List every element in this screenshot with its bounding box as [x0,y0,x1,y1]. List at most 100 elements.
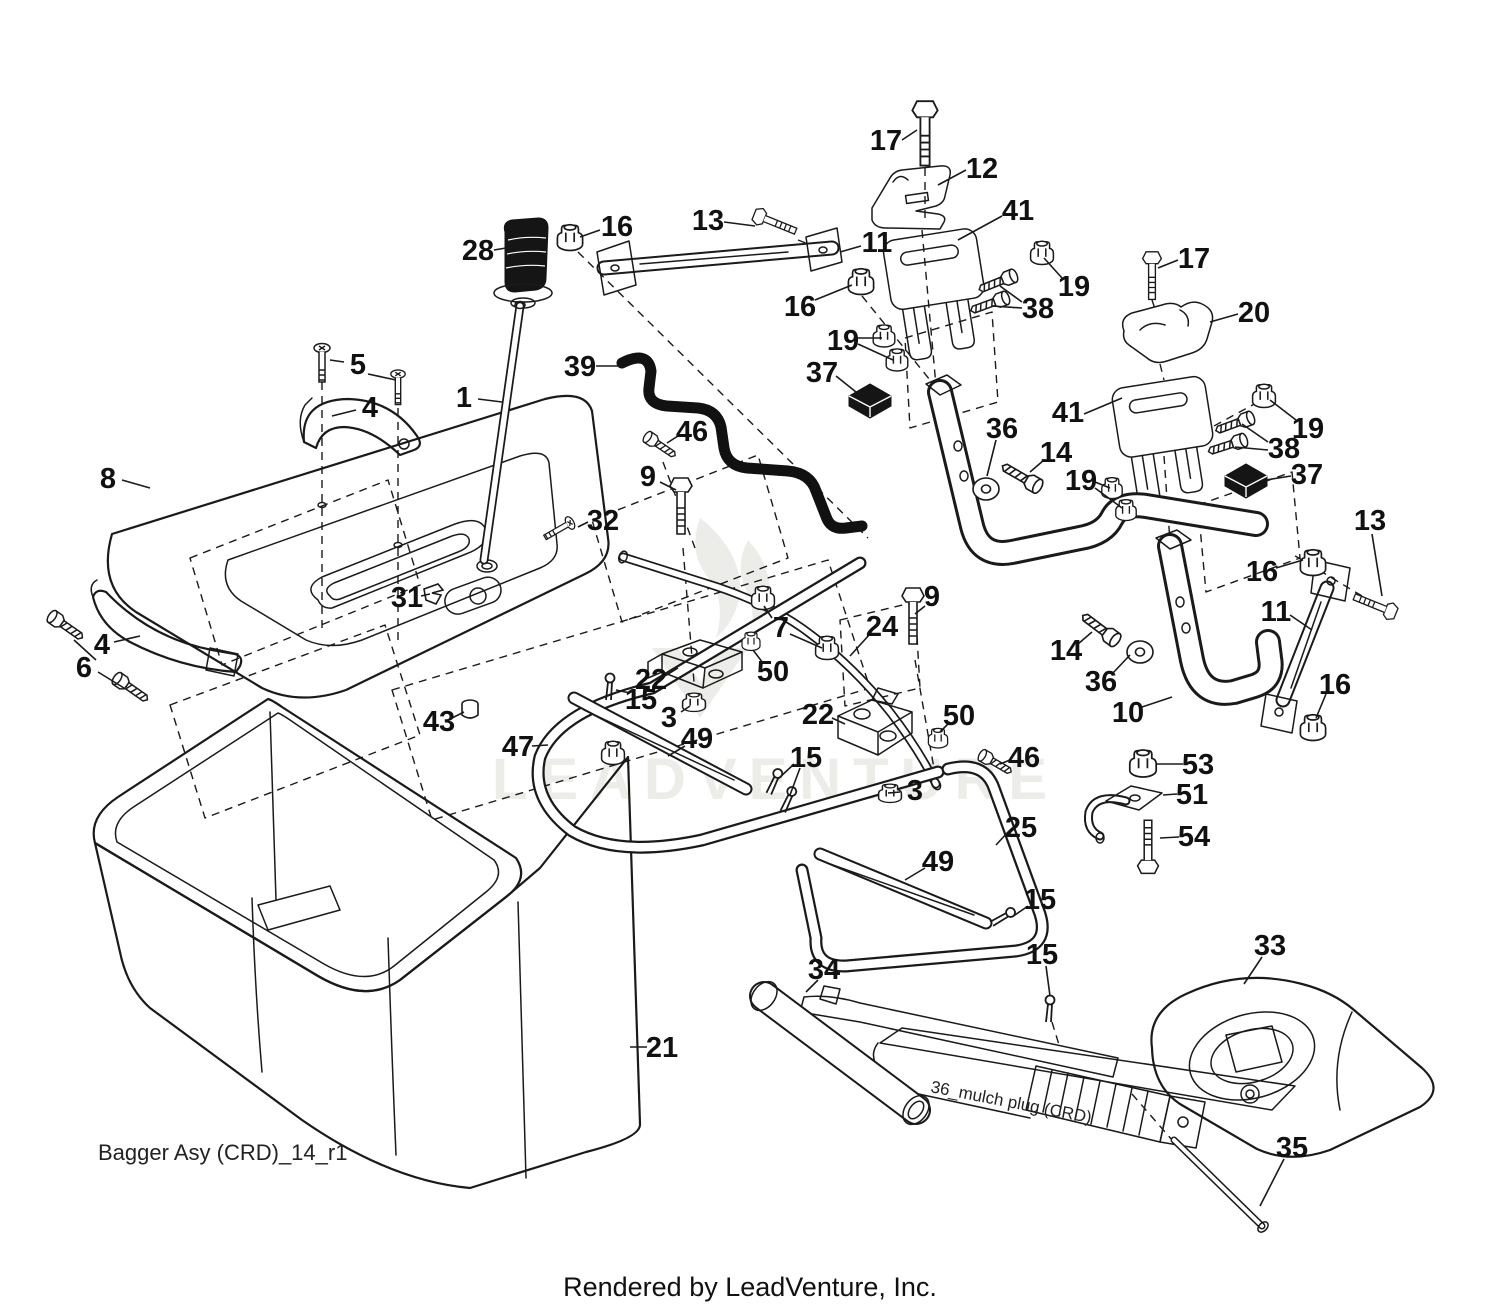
part-label: 15 [1026,939,1058,971]
part-label: 5 [350,349,366,381]
part-label: 43 [423,706,455,738]
part-label: 1 [456,382,472,414]
handle-4-lower [90,579,243,677]
bagger-lid-8 [106,394,610,699]
bracket-22-right [837,687,913,756]
part-label: 37 [1291,459,1323,491]
nut-16-a [556,223,584,252]
nut-19-e [1115,498,1137,522]
part-label: 36 [1085,666,1117,698]
part-label: 46 [676,416,708,448]
support-frame-tube [925,374,1269,566]
watermark-logo-icon [652,518,771,718]
screw-6-b [109,670,153,707]
washer-36-upper [972,477,1000,501]
part-label: 24 [866,611,898,643]
screw-6-a [44,608,88,645]
part-label: 49 [922,846,954,878]
handle-4-upper [299,397,421,457]
part-label: 19 [827,325,859,357]
part-label: 13 [1354,505,1386,537]
nut-19-c [1029,240,1055,266]
screw-5-b [390,369,406,406]
bracket-41-left [882,228,985,361]
part-label: 41 [1052,397,1084,429]
part-label: 20 [1238,297,1270,329]
support-bracket-10 [1155,529,1284,706]
nut-19-f [1251,383,1277,409]
part-label: 39 [564,351,596,383]
part-labels: 17 12 13 16 11 16 41 38 19 39 28 17 19 2… [76,125,1386,1164]
part-label: 32 [587,505,619,537]
part-label: 51 [1176,779,1208,811]
watermark-text: LEADVENTURE [492,747,1059,812]
part-label: 10 [1112,697,1144,729]
bolt-9-left [669,477,693,535]
screw-38-c [1212,409,1258,438]
bracket-22-left [647,639,743,689]
renderer-credit: Rendered by LeadVenture, Inc. [563,1272,937,1302]
part-label: 22 [635,664,667,696]
pin-15-e [1044,994,1056,1023]
nut-7-b [814,635,840,661]
part-label: 6 [76,652,92,684]
part-label: 12 [966,153,998,185]
nut-19-b [885,348,909,372]
part-label: 41 [1002,195,1034,227]
part-label: 19 [1065,465,1097,497]
handle-tube-34 [749,980,931,1126]
strap-11-right [1260,559,1351,734]
nut-16-c [1299,548,1327,577]
nut-16-d [1299,713,1327,742]
part-label: 37 [806,357,838,389]
part-label: 9 [640,461,656,493]
clip-20 [1121,301,1214,364]
part-label: 14 [1040,437,1072,469]
strap-49-upper [567,691,753,796]
part-label: 8 [100,463,116,495]
part-label: 16 [601,211,633,243]
drawing-caption: Bagger Asy (CRD)_14_r1 [98,1140,347,1165]
part-label: 16 [1246,556,1278,588]
part-label: 3 [907,775,923,807]
bolt-17-right [1141,251,1163,301]
part-label: 11 [1261,596,1292,628]
part-label: 4 [362,392,378,424]
leader-lines [73,129,1383,1207]
part-label: 9 [924,581,940,613]
part-label: 19 [1058,271,1090,303]
part-label: 22 [802,699,834,731]
screw-46-left [640,429,680,462]
part-label: 33 [1254,930,1286,962]
part-label: 34 [808,954,840,986]
part-label: 7 [773,612,789,644]
part-label: 49 [681,723,713,755]
screw-32 [540,514,578,544]
strap-11-top [596,227,843,296]
rod-1 [479,300,526,565]
bolt-14-lower [1077,608,1124,650]
part-label: 3 [661,702,677,734]
part-label: 50 [943,700,975,732]
part-label: 50 [757,656,789,688]
bracket-12 [871,165,952,230]
part-label: 21 [646,1032,678,1064]
part-label: 15 [1024,884,1056,916]
mulch-plug-assembly [799,985,1296,1149]
bolt-13-top [750,205,800,240]
part-label: 4 [94,629,110,661]
nut-19-a [872,324,896,348]
part-label: 17 [1178,243,1210,275]
tube-39 [616,352,868,534]
latch-51 [1084,785,1163,844]
part-label: 38 [1022,293,1054,325]
washer-36-lower [1126,640,1154,664]
part-label: 28 [462,235,494,267]
part-label: 11 [862,227,893,259]
rod-35 [1170,1136,1269,1233]
pin-15-d [989,905,1018,930]
nut-16-b [847,267,875,296]
bag-frame-25 [795,760,1049,973]
